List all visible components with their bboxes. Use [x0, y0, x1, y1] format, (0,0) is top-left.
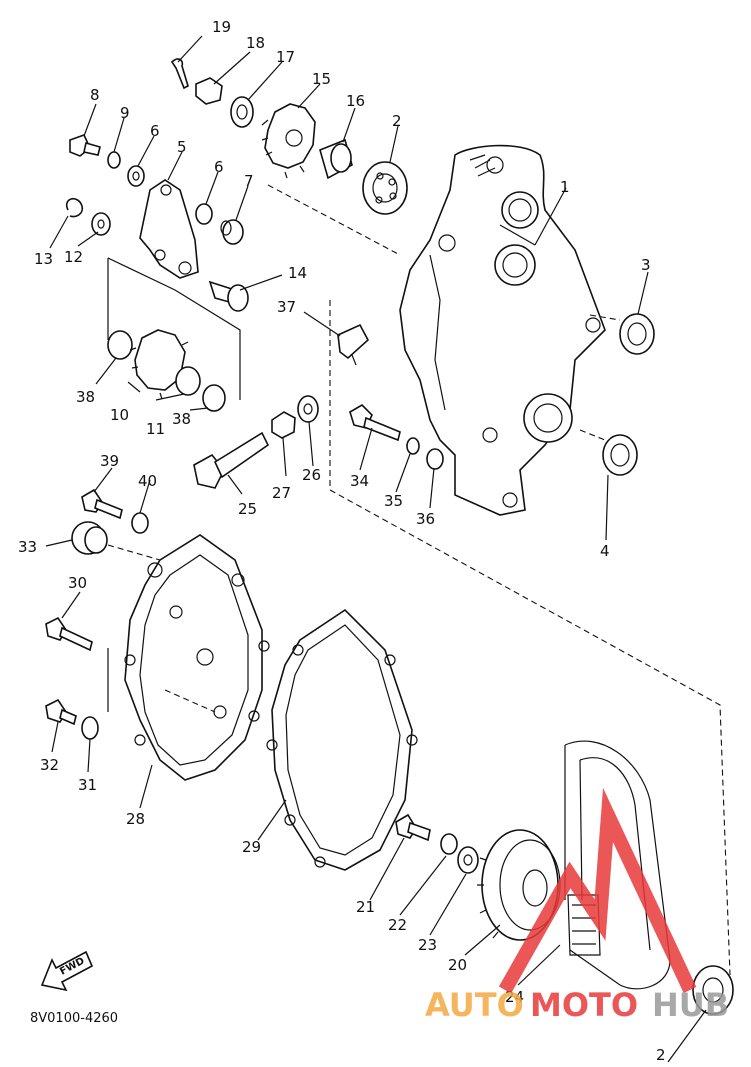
bolt-32	[45, 698, 77, 726]
callout-20: 20	[448, 956, 467, 974]
callout-18: 18	[246, 34, 265, 52]
callout-33: 33	[18, 538, 37, 556]
callout-7: 7	[244, 172, 254, 190]
washer-17	[230, 96, 254, 128]
washer-12	[91, 212, 111, 236]
main-housing	[399, 144, 606, 516]
nut-27	[271, 411, 296, 439]
callout-23: 23	[418, 936, 437, 954]
callout-16: 16	[346, 92, 365, 110]
callout-13: 13	[34, 250, 53, 268]
plate-5	[139, 179, 199, 279]
callout-22: 22	[388, 916, 407, 934]
watermark-triangle-icon	[498, 787, 697, 994]
washer-6a	[127, 165, 145, 187]
bushing-16	[319, 138, 353, 180]
callout-28: 28	[126, 810, 145, 828]
washer-23	[457, 846, 479, 874]
callout-6a: 6	[150, 122, 160, 140]
watermark-moto: MOTO	[530, 986, 638, 1024]
callout-1: 1	[560, 178, 570, 196]
callout-5: 5	[177, 138, 187, 156]
washer-6b	[195, 203, 213, 225]
sprocket-10	[129, 329, 189, 400]
callout-31: 31	[78, 776, 97, 794]
oil-seal-4	[602, 434, 638, 476]
clip-13	[65, 198, 84, 218]
gasket-29	[266, 608, 418, 871]
grommet-33	[71, 521, 108, 555]
washer-22	[440, 833, 458, 855]
callout-39: 39	[100, 452, 119, 470]
callout-29: 29	[242, 838, 261, 856]
callout-labels: 19 18 17 15 16 2 1 3 4 8 9 6 5 6 7 13 12…	[18, 18, 666, 1064]
callout-leaders	[45, 35, 707, 1063]
washer-9	[107, 151, 121, 169]
callout-21: 21	[356, 898, 375, 916]
washer-26	[297, 395, 319, 423]
bolt-34	[349, 403, 401, 442]
callout-3: 3	[641, 256, 651, 274]
callout-17: 17	[276, 48, 295, 66]
callout-40: 40	[138, 472, 157, 490]
sprocket-15	[261, 103, 316, 179]
callout-2-bottom: 2	[656, 1046, 666, 1064]
collar-7	[220, 219, 244, 245]
washer-35	[406, 437, 420, 455]
bushing-38a	[107, 330, 133, 360]
bearing-2-top	[362, 161, 408, 215]
callout-8: 8	[90, 86, 100, 104]
callout-38b: 38	[172, 410, 191, 428]
callout-9: 9	[120, 104, 130, 122]
washer-31	[81, 716, 99, 740]
callout-26: 26	[302, 466, 321, 484]
chaincase-cover-28	[124, 534, 270, 781]
fitting-37	[337, 323, 370, 366]
callout-25: 25	[238, 500, 257, 518]
watermark-hub: HUB	[652, 986, 729, 1024]
callout-38a: 38	[76, 388, 95, 406]
callout-19: 19	[212, 18, 231, 36]
bearing-2-bottom	[692, 965, 734, 1015]
callout-36: 36	[416, 510, 435, 528]
washer-40	[131, 512, 149, 534]
bolt-8	[69, 134, 101, 157]
pin-14	[208, 280, 249, 312]
callout-15: 15	[312, 70, 331, 88]
callout-6b: 6	[214, 158, 224, 176]
callout-27: 27	[272, 484, 291, 502]
callout-30: 30	[68, 574, 87, 592]
bolt-39	[81, 488, 123, 520]
fwd-arrow-icon	[40, 950, 94, 992]
callout-12: 12	[64, 248, 83, 266]
callout-2-top: 2	[392, 112, 402, 130]
callout-11: 11	[146, 420, 165, 438]
nut-18	[195, 77, 223, 105]
bolt-25	[193, 431, 270, 489]
callout-32: 32	[40, 756, 59, 774]
callout-4: 4	[600, 542, 610, 560]
cotter-pin-19	[170, 58, 189, 90]
watermark-logo: AUTO MOTO HUB	[425, 787, 729, 1024]
bushing-11	[175, 366, 201, 396]
callout-37: 37	[277, 298, 296, 316]
chain-24	[564, 740, 671, 990]
callout-35: 35	[384, 492, 403, 510]
callout-14: 14	[288, 264, 307, 282]
watermark-auto: AUTO	[425, 986, 524, 1024]
callout-10: 10	[110, 406, 129, 424]
bushing-38b	[202, 384, 226, 412]
bolt-30	[45, 616, 93, 652]
bolt-21	[395, 813, 431, 842]
callout-34: 34	[350, 472, 369, 490]
part-code: 8V0100-4260	[30, 1011, 118, 1026]
oil-seal-3	[619, 313, 655, 355]
washer-36	[426, 448, 444, 470]
